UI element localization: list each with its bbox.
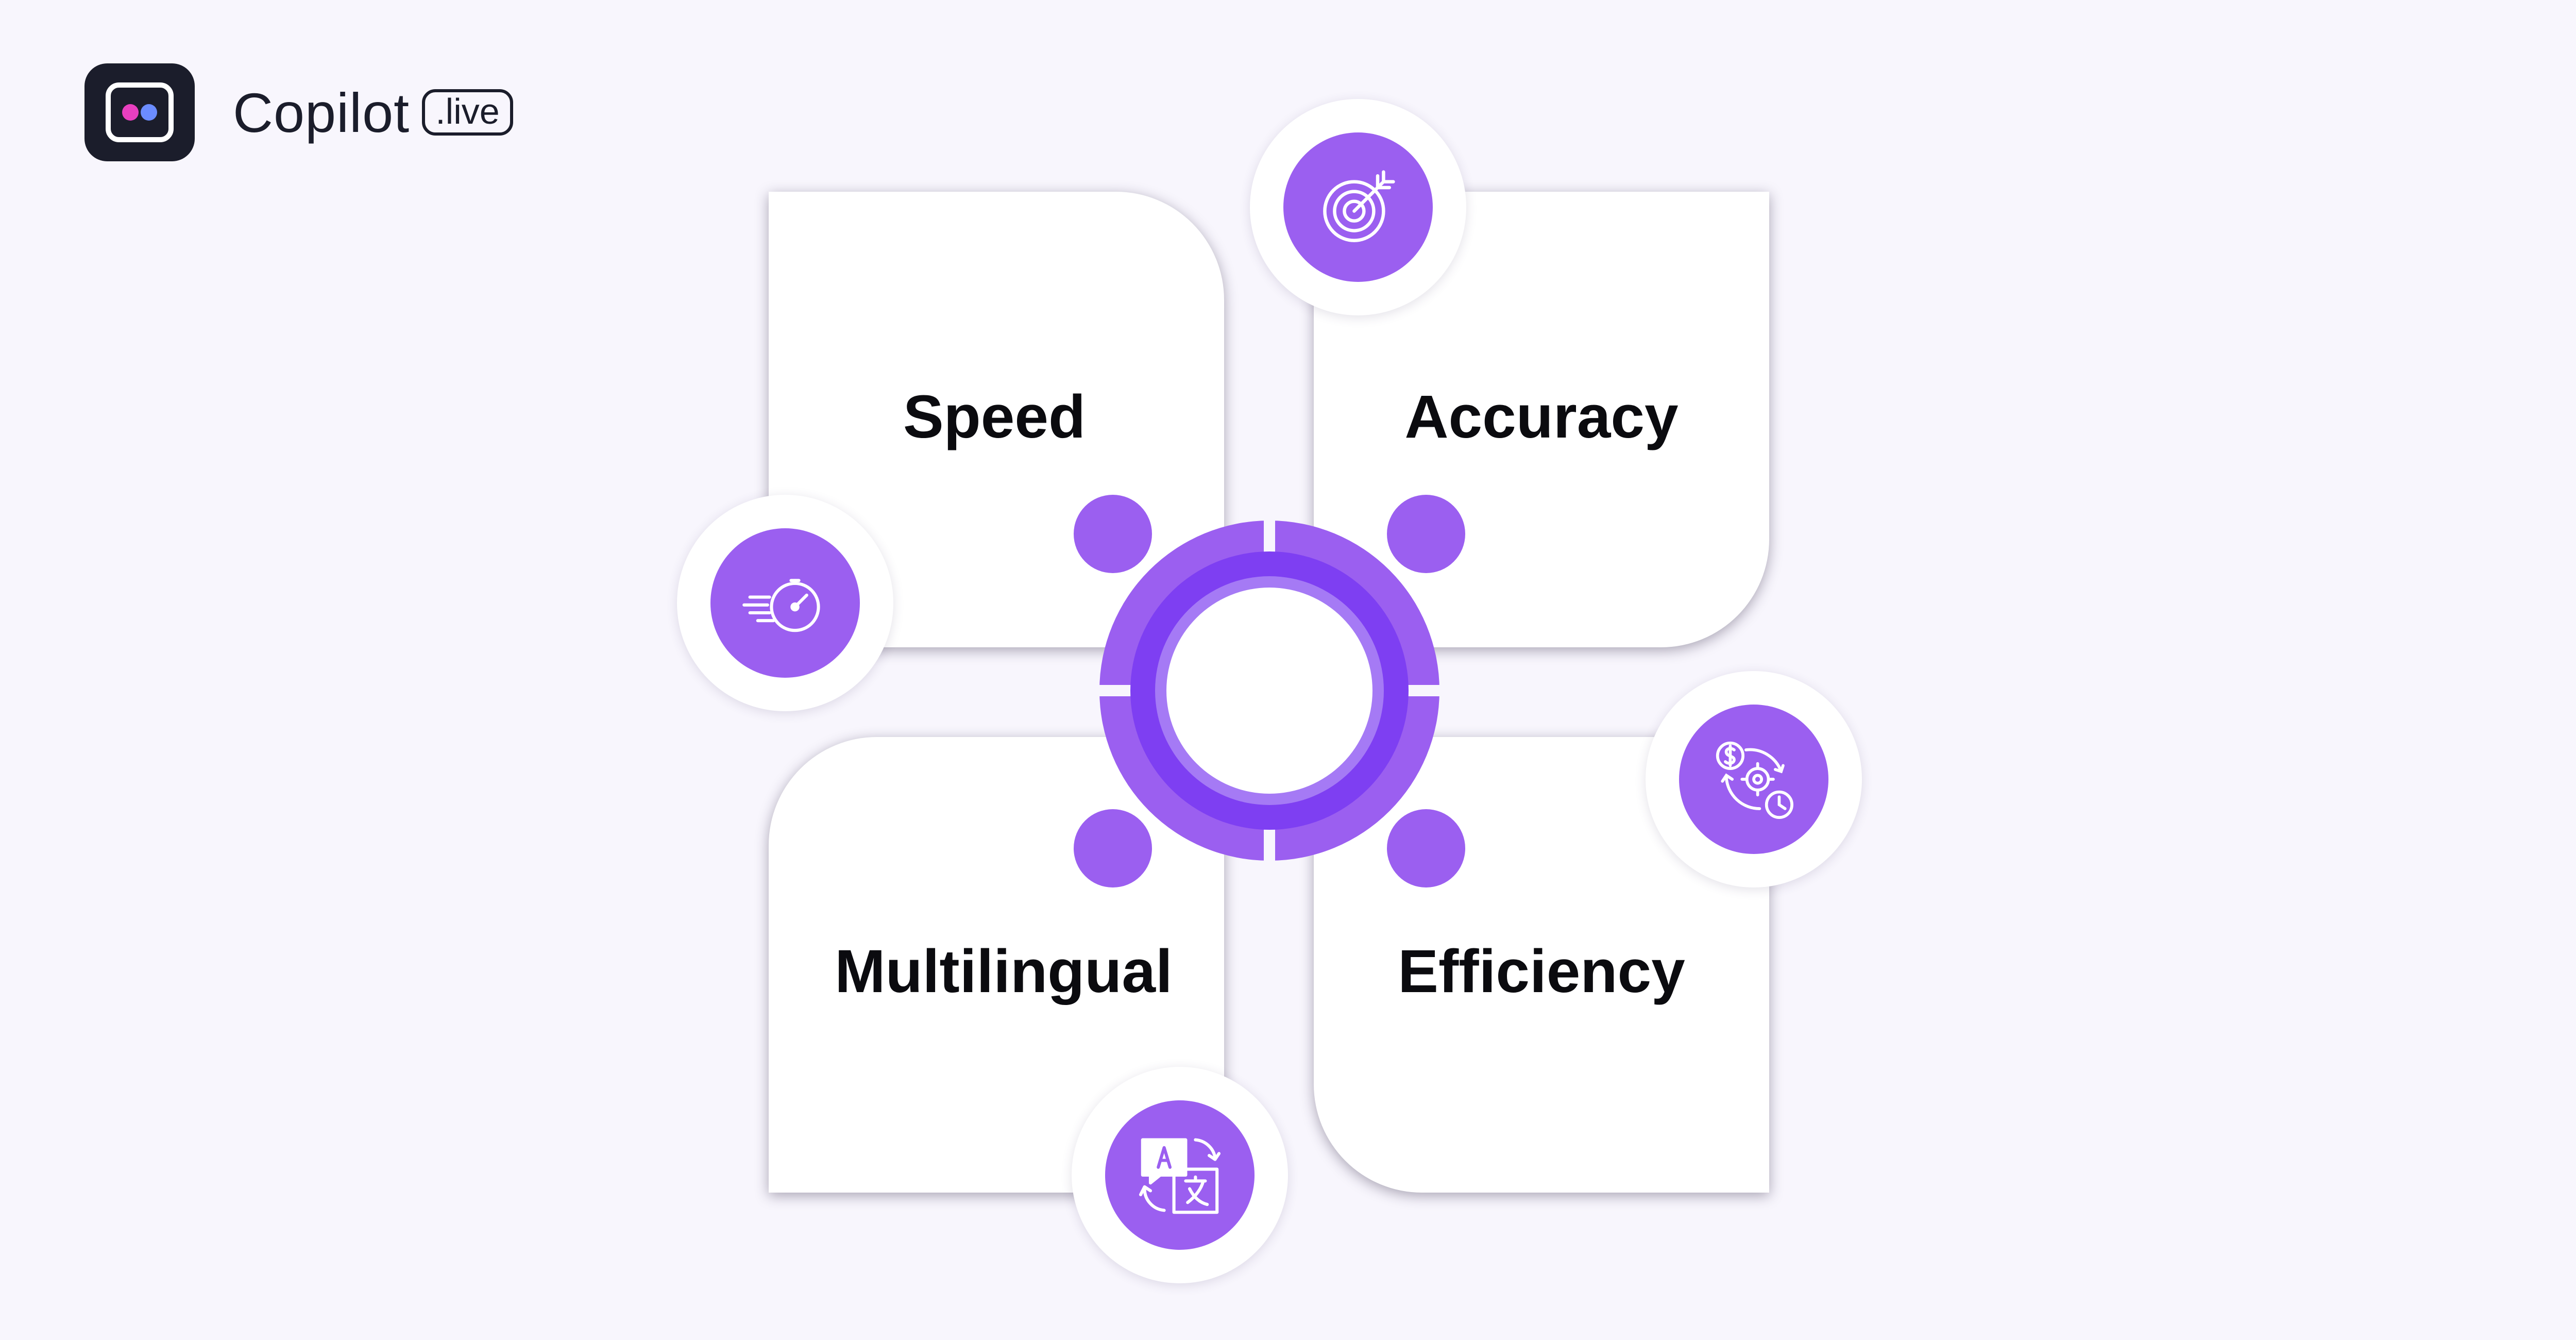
hub-center: [1166, 588, 1372, 794]
hub-node-top-right: [1387, 495, 1465, 573]
brand: Copilot .live: [84, 63, 513, 162]
translate-icon: [1139, 1138, 1221, 1214]
target-arrow-icon: [1323, 170, 1395, 242]
brand-badge: .live: [422, 89, 513, 136]
label-multilingual: Multilingual: [835, 937, 1173, 1006]
badge-accuracy: [1250, 99, 1466, 315]
badge-multilingual: [1072, 1067, 1288, 1283]
copilot-logo-icon: [84, 63, 195, 161]
badge-efficiency: [1646, 671, 1862, 887]
hub-node-bottom-right: [1387, 809, 1465, 887]
label-accuracy: Accuracy: [1404, 383, 1679, 451]
logo-dot-pink: [122, 104, 139, 121]
brand-name: Copilot: [233, 81, 410, 144]
stopwatch-speed-icon: [742, 579, 820, 632]
badge-speed: [677, 495, 893, 711]
label-efficiency: Efficiency: [1398, 937, 1685, 1006]
hub-node-bottom-left: [1074, 809, 1152, 887]
money-gear-clock-icon: [1716, 741, 1793, 819]
label-speed: Speed: [903, 383, 1086, 451]
logo-dot-blue: [141, 104, 157, 121]
hub-node-top-left: [1074, 495, 1152, 573]
